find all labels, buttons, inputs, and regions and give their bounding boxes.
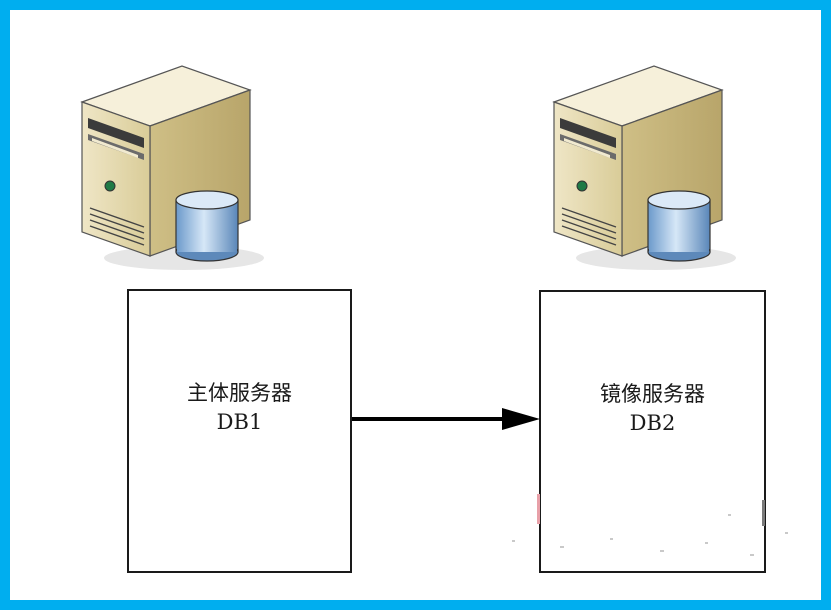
mirror-server-label: 镜像服务器 [600, 382, 705, 406]
mirror-server-box: 镜像服务器 DB2 [539, 290, 766, 573]
database-icon [647, 190, 711, 262]
arrow-right-icon [352, 408, 540, 430]
mirror-db-label: DB2 [629, 411, 676, 435]
primary-db-label: DB1 [216, 410, 263, 434]
primary-server-icon [80, 65, 264, 270]
mirror-server-icon [552, 65, 736, 270]
primary-server-label: 主体服务器 [187, 381, 292, 405]
scan-artifacts [512, 494, 788, 556]
database-icon [175, 190, 239, 262]
primary-server-box: 主体服务器 DB1 [127, 289, 352, 573]
